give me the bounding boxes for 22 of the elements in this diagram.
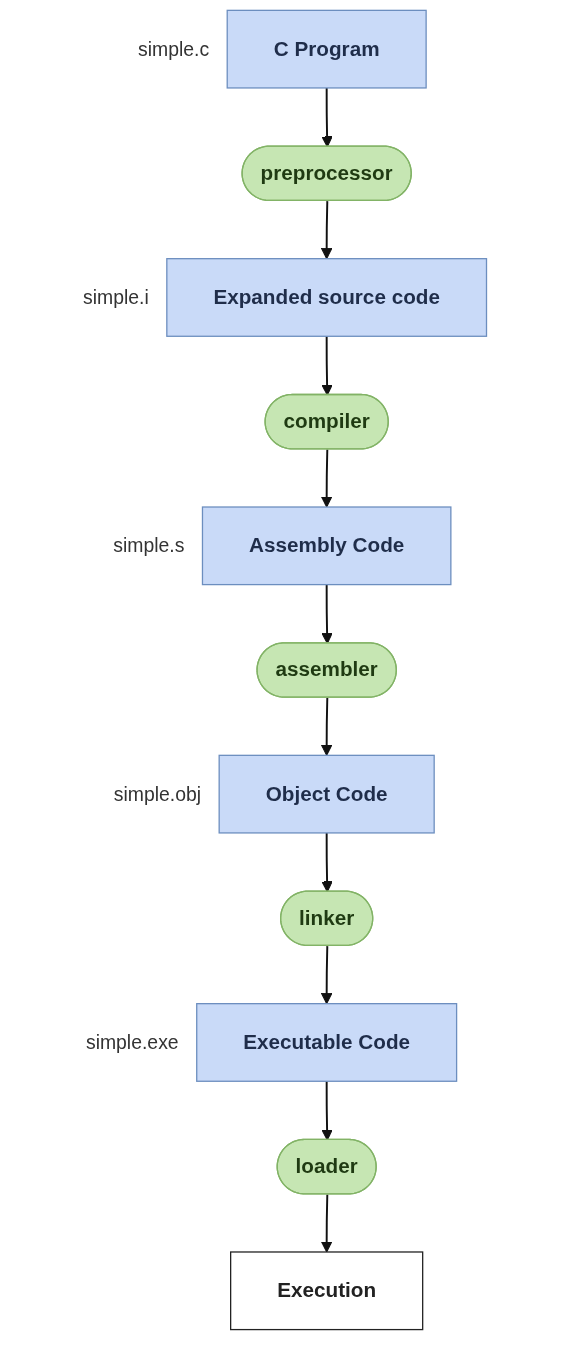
- node-box: [218, 754, 435, 834]
- node-box: [195, 1003, 457, 1082]
- node-box: [226, 9, 427, 89]
- file-name: simple.obj: [113, 782, 201, 805]
- file-name: simple.i: [82, 285, 149, 308]
- file-name: simple.s: [112, 534, 184, 557]
- file-name: simple.c: [137, 37, 209, 60]
- node-box: [229, 1251, 423, 1331]
- arrow: [320, 448, 332, 508]
- arrow: [320, 945, 332, 1005]
- arrow: [320, 335, 333, 396]
- arrow: [320, 831, 333, 893]
- file-name: simple.exe: [85, 1030, 179, 1053]
- node-box: [165, 258, 487, 337]
- arrow: [320, 1080, 333, 1141]
- arrow: [320, 1193, 332, 1253]
- flowchart-drawing: C Program preprocessor Expanded source code compiler Assembly Code assembler Object Code linker Executable Code loader Execution simple.c simple.i simple.s simple.obj simple.exe: [69, 0, 497, 1340]
- arrow: [320, 87, 333, 148]
- arrow: [320, 583, 333, 644]
- arrow: [320, 200, 332, 260]
- node-box: [201, 506, 452, 586]
- arrow: [320, 696, 332, 756]
